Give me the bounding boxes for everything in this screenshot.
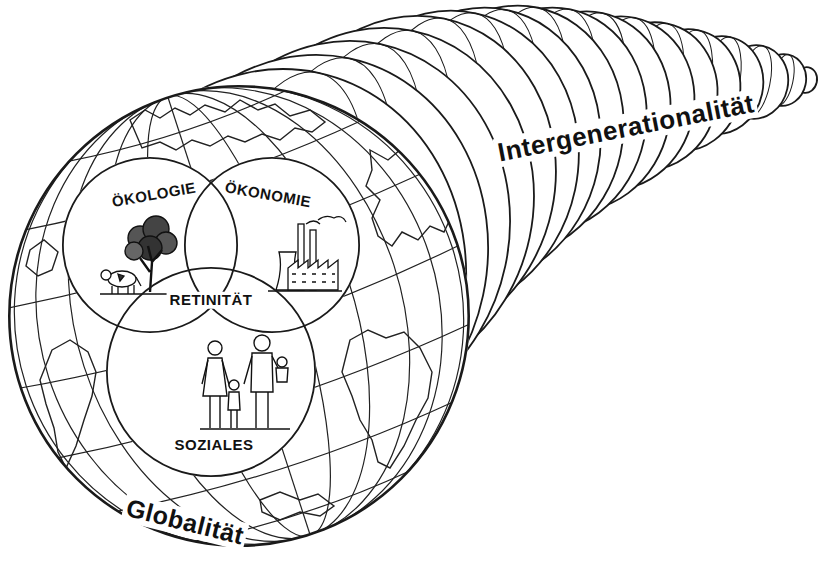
family-icon xyxy=(276,368,288,382)
venn-ground xyxy=(62,157,360,477)
continent-outline xyxy=(260,492,334,520)
factory-icon xyxy=(288,260,338,290)
cow-icon xyxy=(118,274,124,281)
cow-icon xyxy=(101,270,141,294)
continent-outline xyxy=(366,150,452,246)
cow-icon xyxy=(101,270,111,280)
factory-icon xyxy=(306,221,320,224)
globe-grid xyxy=(58,61,420,562)
tree-icon xyxy=(140,246,162,292)
social-circle-outline xyxy=(107,268,315,476)
circle-heading: ÖKOLOGIE xyxy=(111,180,197,211)
family-icon xyxy=(200,428,290,429)
tree-icon xyxy=(125,242,143,260)
globe-grid xyxy=(0,27,523,562)
continent-outline xyxy=(40,340,96,468)
cow-icon xyxy=(112,277,141,294)
family-icon xyxy=(277,357,287,367)
continent-outline xyxy=(26,240,58,276)
family-icon xyxy=(244,356,280,428)
family-icon xyxy=(208,341,222,355)
continent-outline xyxy=(26,100,452,520)
globe-grid xyxy=(0,18,537,562)
factory-icon xyxy=(318,216,346,222)
family-icon xyxy=(202,360,230,428)
family-icon xyxy=(231,410,237,428)
continent-outline xyxy=(342,330,432,468)
family-icon xyxy=(200,335,290,429)
globe-circle: Globalität ÖKOLOGIE ÖKONOMIE SOZIALES xyxy=(8,85,470,547)
globe-disc xyxy=(8,85,470,547)
circle-heading: ÖKONOMIE xyxy=(224,179,313,210)
continent-outline xyxy=(130,100,325,150)
family-icon xyxy=(251,353,273,392)
center-label: RETINITÄT xyxy=(167,292,256,309)
circle-heading: SOZIALES xyxy=(174,437,253,454)
globe-grid xyxy=(0,18,537,562)
factory-icon xyxy=(268,216,346,291)
globe-circle-outline xyxy=(9,86,468,545)
factory-icon xyxy=(292,274,335,282)
factory-icon xyxy=(268,290,342,291)
globe-circle-outline xyxy=(8,85,470,547)
cow-icon xyxy=(108,271,136,287)
family-icon xyxy=(254,335,270,351)
globe-grid xyxy=(13,46,466,562)
globe-grid xyxy=(68,90,289,168)
family-icon xyxy=(228,392,240,410)
venn-ground xyxy=(106,267,316,477)
circle-heading: Globalität xyxy=(120,493,249,550)
family-icon xyxy=(229,380,239,390)
tree-icon xyxy=(100,216,182,294)
globe-grid xyxy=(0,35,501,562)
